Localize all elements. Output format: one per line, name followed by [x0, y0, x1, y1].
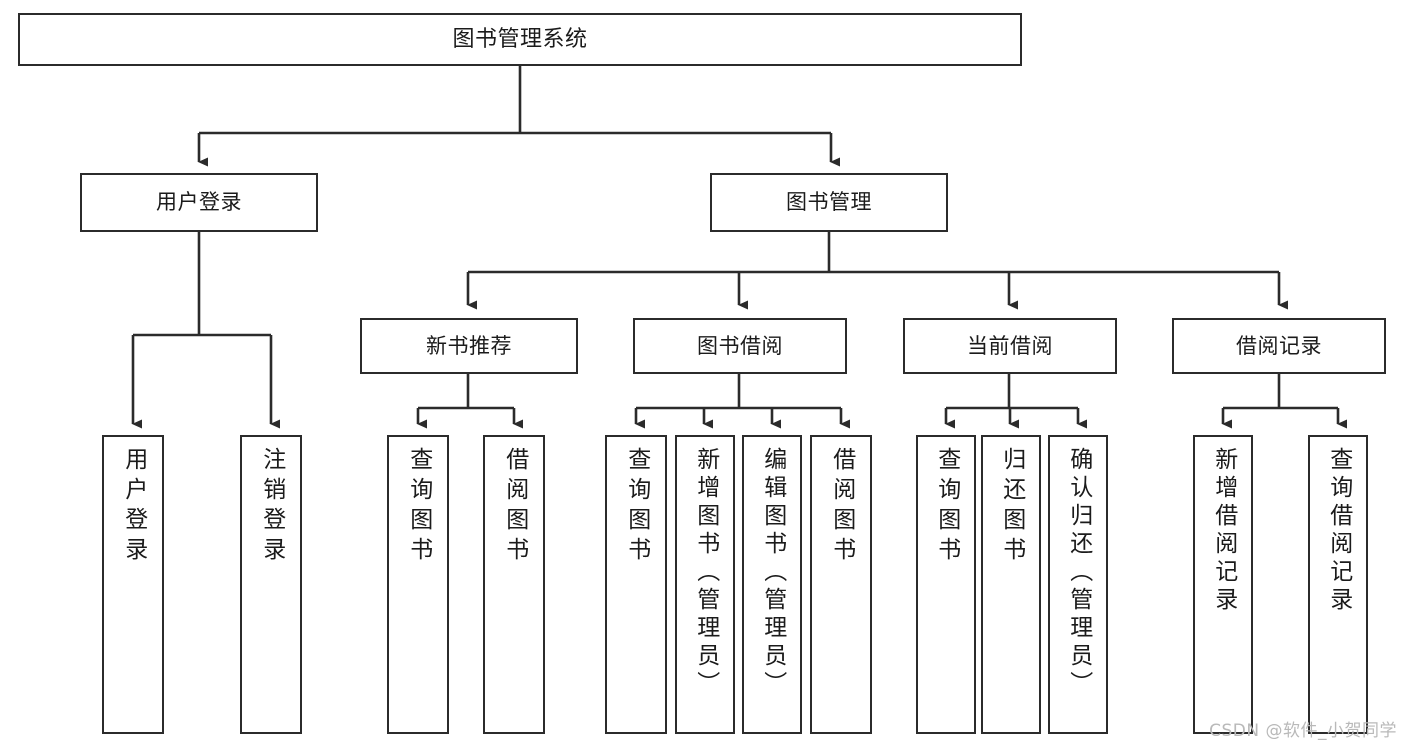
node-leaf-query-book-1-label: 查询图书 [405, 447, 432, 567]
node-leaf-add-book-admin[interactable]: 新增图书（管理员） [675, 435, 735, 734]
node-leaf-query-book-3-label: 查询图书 [933, 447, 960, 567]
node-leaf-add-borrow-record-label: 新增借阅记录 [1210, 447, 1237, 615]
node-current-borrow[interactable]: 当前借阅 [903, 318, 1117, 374]
node-user-login[interactable]: 用户登录 [80, 173, 318, 232]
node-book-borrow[interactable]: 图书借阅 [633, 318, 847, 374]
node-leaf-query-book-2[interactable]: 查询图书 [605, 435, 667, 734]
node-leaf-return-book[interactable]: 归还图书 [981, 435, 1041, 734]
node-book-borrow-label: 图书借阅 [697, 333, 783, 358]
node-leaf-query-borrow-record-label: 查询借阅记录 [1325, 447, 1352, 615]
node-borrow-record-label: 借阅记录 [1236, 333, 1322, 358]
node-leaf-logout-login[interactable]: 注销登录 [240, 435, 302, 734]
node-leaf-borrow-book-2-label: 借阅图书 [828, 447, 855, 567]
node-leaf-borrow-book-1[interactable]: 借阅图书 [483, 435, 545, 734]
node-new-book-recommend[interactable]: 新书推荐 [360, 318, 578, 374]
node-root-label: 图书管理系统 [452, 26, 588, 52]
node-root[interactable]: 图书管理系统 [18, 13, 1022, 66]
node-leaf-query-book-2-label: 查询图书 [623, 447, 650, 567]
node-leaf-borrow-book-1-label: 借阅图书 [501, 447, 528, 567]
node-leaf-add-book-admin-label: 新增图书（管理员） [692, 447, 719, 699]
node-leaf-add-borrow-record[interactable]: 新增借阅记录 [1193, 435, 1253, 734]
node-leaf-query-borrow-record[interactable]: 查询借阅记录 [1308, 435, 1368, 734]
node-leaf-edit-book-admin[interactable]: 编辑图书（管理员） [742, 435, 802, 734]
node-leaf-borrow-book-2[interactable]: 借阅图书 [810, 435, 872, 734]
node-leaf-confirm-return-admin[interactable]: 确认归还（管理员） [1048, 435, 1108, 734]
node-book-manage-label: 图书管理 [786, 190, 872, 215]
node-leaf-return-book-label: 归还图书 [998, 447, 1025, 567]
node-new-book-recommend-label: 新书推荐 [426, 333, 512, 358]
node-leaf-confirm-return-admin-label: 确认归还（管理员） [1065, 447, 1092, 699]
node-leaf-query-book-3[interactable]: 查询图书 [916, 435, 976, 734]
node-book-manage[interactable]: 图书管理 [710, 173, 948, 232]
node-leaf-edit-book-admin-label: 编辑图书（管理员） [759, 447, 786, 699]
node-leaf-logout-login-label: 注销登录 [258, 447, 285, 567]
node-leaf-query-book-1[interactable]: 查询图书 [387, 435, 449, 734]
node-leaf-user-login-label: 用户登录 [120, 447, 147, 567]
node-borrow-record[interactable]: 借阅记录 [1172, 318, 1386, 374]
node-current-borrow-label: 当前借阅 [967, 333, 1053, 358]
node-user-login-label: 用户登录 [156, 190, 242, 215]
node-leaf-user-login[interactable]: 用户登录 [102, 435, 164, 734]
